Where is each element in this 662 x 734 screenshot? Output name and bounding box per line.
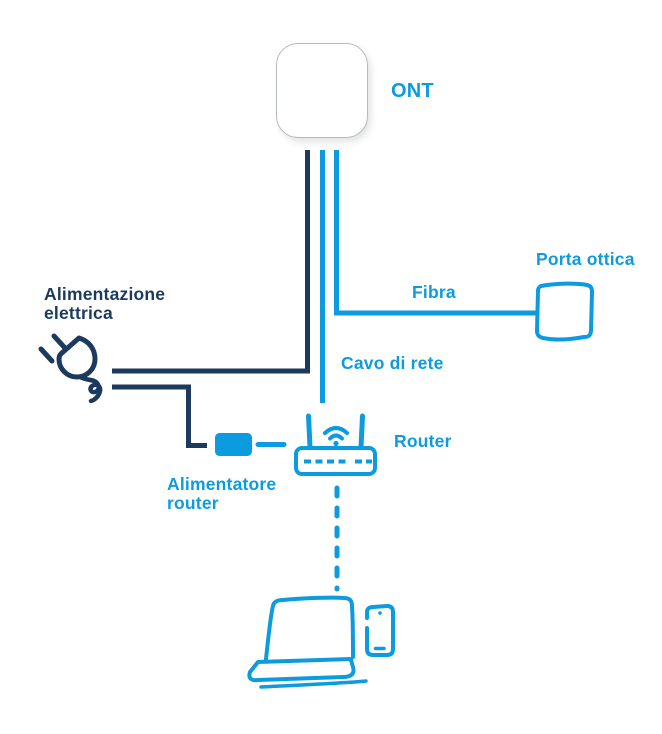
power-adapter-icon (215, 433, 252, 456)
power-plug-icon (38, 333, 103, 404)
alimentatore-router-label: Alimentatore router (167, 474, 277, 513)
cavo-di-rete-label: Cavo di rete (341, 353, 444, 373)
fiber-cable-line (334, 150, 536, 316)
optical-port-icon (535, 281, 594, 342)
wifi-signal-dot (333, 440, 339, 447)
wifi-signal-icon (323, 426, 349, 441)
router-label: Router (394, 431, 452, 451)
router-antenna-right (358, 413, 365, 450)
alimentazione-elettrica-label: Alimentazione elettrica (44, 284, 166, 323)
ont-power-line (112, 150, 310, 374)
ont-label: ONT (391, 80, 434, 102)
fibra-label: Fibra (412, 282, 456, 302)
laptop-icon (247, 595, 368, 689)
wifi-router-icon (294, 413, 377, 476)
ont-device-box (276, 43, 368, 138)
adapter-power-line (112, 384, 207, 448)
router-antenna-left (306, 413, 313, 450)
porta-ottica-label: Porta ottica (536, 249, 635, 269)
smartphone-icon (365, 604, 395, 657)
